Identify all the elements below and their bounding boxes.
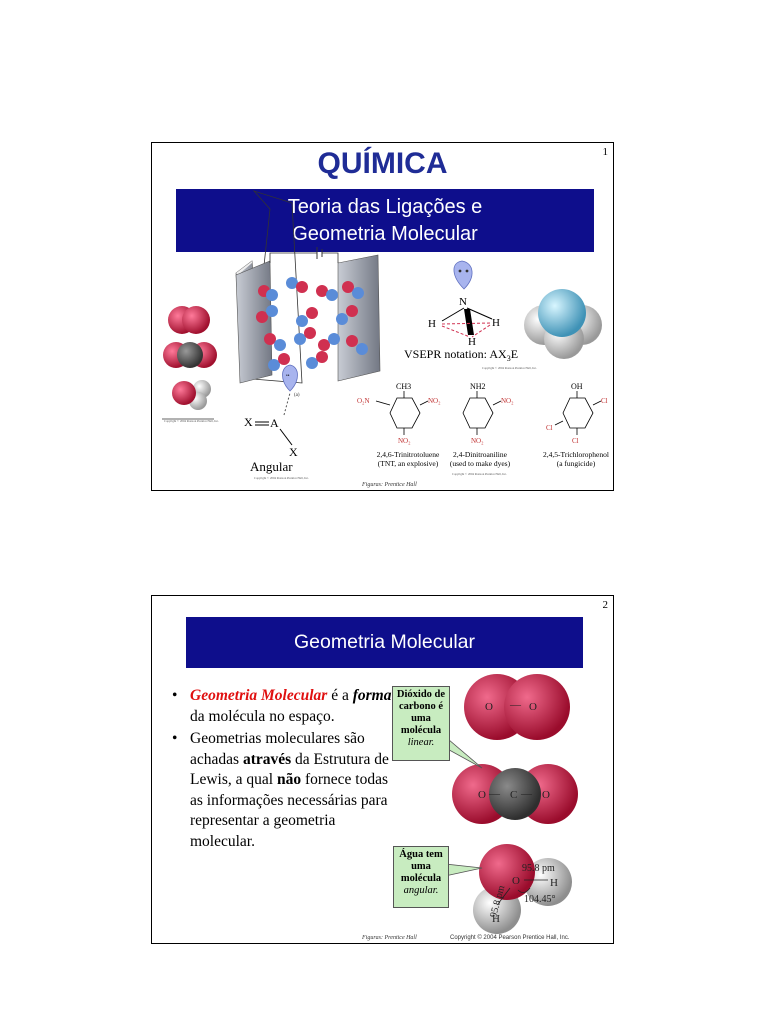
svg-text:H: H [492,913,500,925]
compound-3-use: (a fungicide) [557,459,596,468]
svg-text:O: O [478,789,486,801]
bullet-item: •Geometrias moleculares são achadas atra… [172,730,389,850]
svg-text:OH: OH [571,382,583,391]
svg-text:NH2: NH2 [470,382,486,391]
ammonia-vsepr-diagram: N H H H [428,260,500,348]
slide-title: QUÍMICA [317,147,448,180]
figure-credit: Figuras: Prentice Hall [362,482,417,488]
svg-text:C: C [510,789,517,801]
svg-text:Cl: Cl [601,397,608,405]
compound-1-name: 2,4,6-Trinitrotoluene [377,450,440,459]
o2-molecule-image [168,306,210,334]
figure-credit: Figuras: Prentice Hall [362,935,417,941]
vsepr-notation-label: VSEPR notation: AX3E [404,347,518,363]
title-banner: Geometria Molecular [186,617,583,668]
tnt-structure: CH3 O₂N NO₂ NO₂ [357,382,441,445]
svg-text:NO₂: NO₂ [501,397,514,405]
callout-pointer-h2o [444,863,483,877]
svg-text:Copyright © 2004 Pearson Prent: Copyright © 2004 Pearson Prentice Hall, … [482,365,537,371]
bond-length-label: 95.8 pm [522,863,555,874]
svg-text:H: H [492,317,500,329]
svg-text:••: •• [286,374,290,379]
svg-text:H: H [468,336,476,348]
co2-molecule-image [163,342,217,368]
svg-text:N: N [459,296,467,308]
ammonia-space-filling-image [524,289,602,359]
svg-text:(a): (a) [294,393,300,398]
svg-text:NO₂: NO₂ [428,397,441,405]
banner-line-2: Geometria Molecular [292,223,478,245]
polar-molecules-in-field-image: (a) [235,190,381,398]
slide-2-figures: O—O O — C — O O H H 95.8 pm 95.8 pm 104.… [441,674,578,934]
svg-text:O: O [512,875,520,887]
compound-3-name: 2,4,5-Trichlorophenol [543,450,609,459]
dinitroaniline-structure: NH2 NO₂ NO₂ [462,382,514,445]
bond-angle-label: 104.45° [524,894,556,905]
compound-2-name: 2,4-Dinitroaniline [453,450,508,459]
svg-text:—: — [488,788,501,800]
angular-geometry-diagram: •• X A X [244,364,298,459]
o2-space-filling-model: O — O [464,674,570,740]
svg-text:O: O [542,789,550,801]
slide-1: 1 QUÍMICA Teoria das Ligações e Geometri… [151,142,614,491]
co2-space-filling-model: O — C — O [452,764,578,824]
svg-text:Cl: Cl [546,424,553,432]
svg-text:—: — [520,788,533,800]
svg-text:Copyright © 2004 Pearson Prent: Copyright © 2004 Pearson Prentice Hall, … [452,471,507,477]
compound-1-use: (TNT, an explosive) [378,459,439,468]
compound-2-use: (used to make dyes) [450,459,511,468]
slide-number: 1 [602,146,609,158]
svg-text:Cl: Cl [572,437,579,445]
bullet-item: •Geometria Molecular é a forma da molécu… [172,687,392,725]
slide-number: 2 [602,599,609,611]
copyright-notice: Copyright © 2004 Pearson Prentice Hall, … [450,935,570,941]
slide-1-figures: (a) N H H H VSEPR notation: AX3E Copyrig… [162,190,609,481]
svg-text:H: H [428,318,436,330]
angular-label: Angular [250,459,293,474]
svg-text:NO₂: NO₂ [471,437,484,445]
svg-text:Copyright © 2004 Pearson Prent: Copyright © 2004 Pearson Prentice Hall, … [254,475,309,481]
svg-text:CH3: CH3 [396,382,411,391]
svg-text:O₂N: O₂N [357,397,370,405]
svg-text:A: A [270,416,279,430]
water-space-filling-model: O H H 95.8 pm 95.8 pm 104.45° [473,844,572,934]
svg-text:O: O [529,701,537,713]
svg-text:X: X [244,415,253,429]
title-banner: Teoria das Ligações e Geometria Molecula… [176,189,594,252]
svg-text:O: O [485,701,493,713]
svg-text:—: — [509,699,522,711]
svg-text:H: H [550,877,558,889]
water-molecule-image [162,380,214,420]
bullet-list: •Geometria Molecular é a forma da molécu… [170,686,400,854]
svg-text:X: X [289,445,298,459]
banner-line-1: Teoria das Ligações e [287,196,483,218]
slide-2: 2 Geometria Molecular •Geometria Molecul… [151,595,614,944]
svg-text:Copyright © 2004 Pearson Prent: Copyright © 2004 Pearson Prentice Hall, … [164,418,219,424]
svg-text:NO₂: NO₂ [398,437,411,445]
